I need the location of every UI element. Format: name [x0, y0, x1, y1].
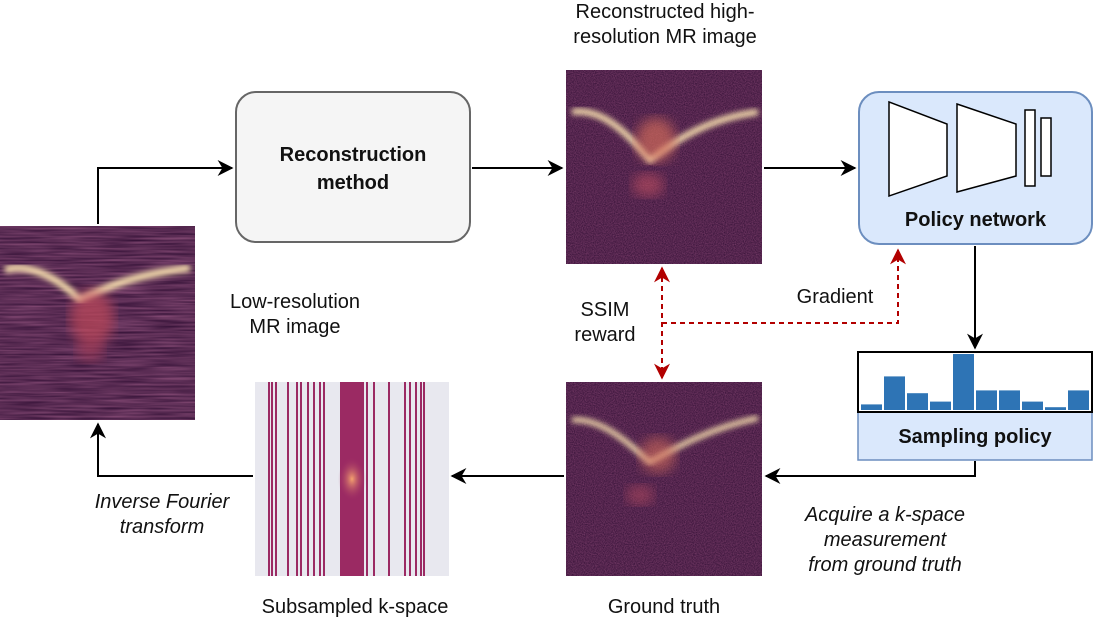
arrow-sampling-to-groundtruth: [764, 461, 976, 484]
kspace-line: [296, 382, 298, 576]
kspace-line: [287, 382, 289, 576]
arrow-lowres-to-reconstruction: [97, 160, 234, 224]
histogram-bar: [1045, 407, 1066, 410]
ground-truth-mr-image: [566, 382, 762, 576]
reconstructed-image-label: Reconstructed high- resolution MR image: [573, 1, 757, 48]
policy-network-label: Policy network: [904, 209, 1047, 231]
network-layer-icon: [956, 102, 1017, 193]
sampling-policy-box: [857, 351, 1093, 461]
kspace-line: [323, 382, 325, 576]
inverse-fourier-label: Inverse Fourier transform: [94, 491, 230, 538]
histogram-bar: [930, 401, 951, 410]
ground-truth-label: Ground truth: [607, 596, 721, 618]
histogram-bar: [953, 354, 974, 410]
reconstruction-method-label: Reconstruction method: [279, 144, 427, 194]
low-res-mr-image: [0, 226, 195, 420]
acquire-label: Acquire a k-space measurement from groun…: [804, 504, 966, 576]
policy-network-box: [858, 91, 1093, 245]
histogram-bar: [976, 390, 997, 410]
low-res-label: Low-resolution MR image: [229, 291, 361, 338]
sampling-policy-label: Sampling policy: [898, 426, 1052, 448]
kspace-line: [307, 382, 309, 576]
kspace-line: [415, 382, 417, 576]
subsampled-kspace-label: Subsampled k-space: [261, 596, 449, 618]
kspace-line: [420, 382, 422, 576]
sampling-policy-histogram: [861, 354, 1089, 410]
histogram-bar: [861, 404, 882, 410]
reconstruction-method-box: [235, 91, 471, 243]
subsampled-kspace-image: [255, 382, 449, 576]
kspace-line: [271, 382, 273, 576]
histogram-bar: [999, 390, 1020, 410]
gradient-arrow: [662, 248, 906, 324]
histogram-bar: [1022, 401, 1043, 410]
kspace-line: [409, 382, 411, 576]
kspace-center-glow: [338, 457, 366, 501]
ssim-reward-label: SSIM reward: [574, 299, 636, 346]
histogram-bar: [1068, 390, 1089, 410]
kspace-line: [404, 382, 406, 576]
kspace-line: [388, 382, 390, 576]
kspace-line: [313, 382, 315, 576]
kspace-line: [373, 382, 375, 576]
arrow-kspace-to-lowres: [90, 422, 253, 477]
kspace-line: [319, 382, 321, 576]
kspace-line: [423, 382, 425, 576]
gradient-label: Gradient: [796, 286, 874, 308]
kspace-line: [300, 382, 302, 576]
histogram-bar: [907, 393, 928, 410]
network-layer-icon: [888, 100, 948, 198]
histogram-bar: [884, 376, 905, 410]
kspace-line: [275, 382, 277, 576]
kspace-line: [268, 382, 270, 576]
network-layer-icon: [1040, 117, 1052, 177]
reconstructed-mr-image: [566, 70, 762, 264]
kspace-line: [366, 382, 368, 576]
network-layer-icon: [1024, 109, 1036, 187]
